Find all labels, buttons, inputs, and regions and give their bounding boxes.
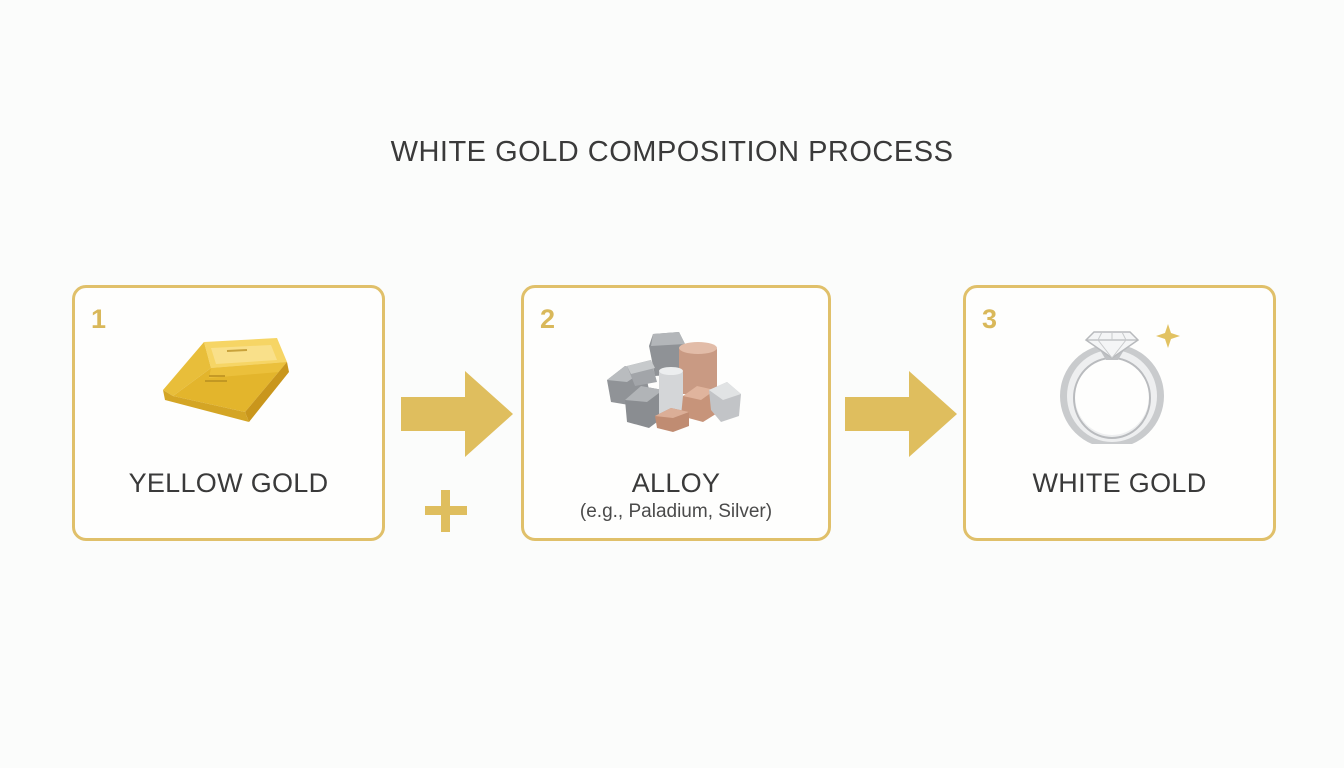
step-yellow-gold: 1 YELLOW GOLD (72, 285, 385, 541)
metal-nuggets-icon (524, 324, 828, 444)
right-arrow-icon (401, 371, 513, 462)
step-label: ALLOY (631, 468, 721, 498)
right-arrow-icon (845, 371, 957, 462)
step-label: YELLOW GOLD (128, 468, 329, 498)
step-alloy: 2 (521, 285, 831, 541)
step-sublabel: (e.g., Paladium, Silver) (579, 501, 773, 522)
step-number: 1 (91, 304, 107, 334)
gold-bar-icon (75, 324, 382, 444)
step-number: 3 (982, 304, 998, 334)
step-white-gold: 3 WHITE GOLD (963, 285, 1276, 541)
plus-icon (423, 488, 469, 539)
step-number: 2 (540, 304, 556, 334)
step-label: WHITE GOLD (1032, 468, 1207, 498)
diamond-ring-icon (966, 324, 1273, 444)
diagram-title: WHITE GOLD COMPOSITION PROCESS (390, 136, 954, 168)
